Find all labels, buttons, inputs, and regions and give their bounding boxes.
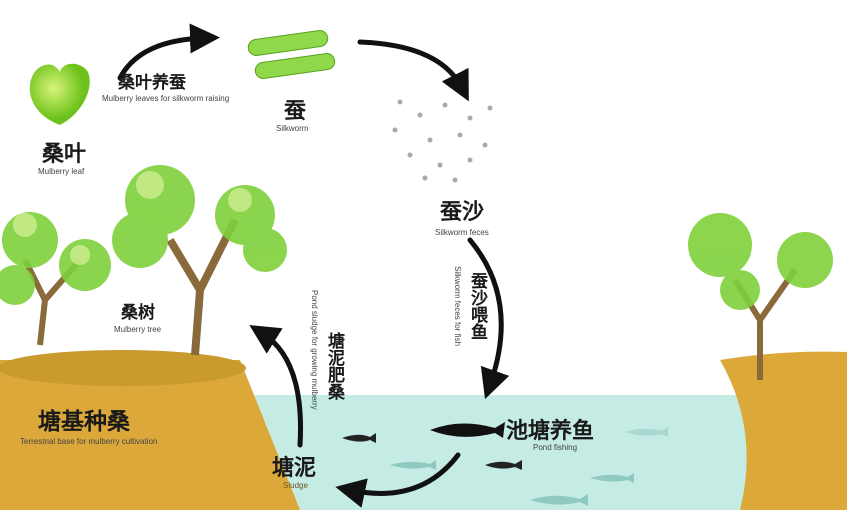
arrow-silkworm-to-feces <box>357 39 469 102</box>
arrow-sludge-to-tree <box>249 325 303 448</box>
silkworm-icon <box>247 30 336 79</box>
mulberry-tree-right <box>688 213 833 380</box>
arrow-feces-to-fish <box>467 237 510 400</box>
pond-fishing-caption: Pond fishing <box>533 443 578 452</box>
sludge-label: 塘泥 <box>272 456 317 481</box>
silkworm-feces-label: 蚕沙 <box>440 200 485 225</box>
dike-base-label: 塘基种桑 <box>38 409 130 435</box>
arrow-leaf-to-silkworm <box>117 23 220 81</box>
feces-for-fish-caption: Silkworm feces for fish <box>453 266 462 347</box>
left-dike <box>0 350 300 510</box>
pond-fishing-label: 池塘养鱼 <box>506 419 595 444</box>
mulberry-leaf-icon <box>29 63 90 125</box>
arrow-fish-to-sludge <box>335 452 461 508</box>
mulberry-tree-label: 桑树 <box>121 303 155 323</box>
feces-for-fish-label: 蚕沙喂鱼 <box>467 272 487 340</box>
mulberry-tree-left <box>0 165 287 356</box>
mulberry-leaf-label: 桑叶 <box>42 142 87 167</box>
mulberry-leaf-caption: Mulberry leaf <box>38 167 85 176</box>
silkworm-caption: Silkworm <box>276 124 309 133</box>
dike-base-caption: Terrestrial base for mulberry cultivatio… <box>20 437 158 446</box>
leaf-to-silkworm-caption: Mulberry leaves for silkworm raising <box>102 94 230 103</box>
right-dike <box>720 351 847 510</box>
silkworm-feces-caption: Silkworm feces <box>435 228 489 237</box>
fish-silhouettes <box>342 422 668 506</box>
sludge-caption: Sludge <box>283 481 308 490</box>
mulberry-tree-caption: Mulberry tree <box>114 325 162 334</box>
leaf-to-silkworm-label: 桑叶养蚕 <box>118 73 186 93</box>
sludge-for-mulberry-caption: Pond sludge for growing mulberry <box>310 290 319 410</box>
sludge-for-mulberry-label: 塘泥肥桑 <box>324 332 344 400</box>
silkworm-feces-dots <box>392 99 493 183</box>
pond-water <box>240 395 780 510</box>
silkworm-label: 蚕 <box>284 99 307 124</box>
